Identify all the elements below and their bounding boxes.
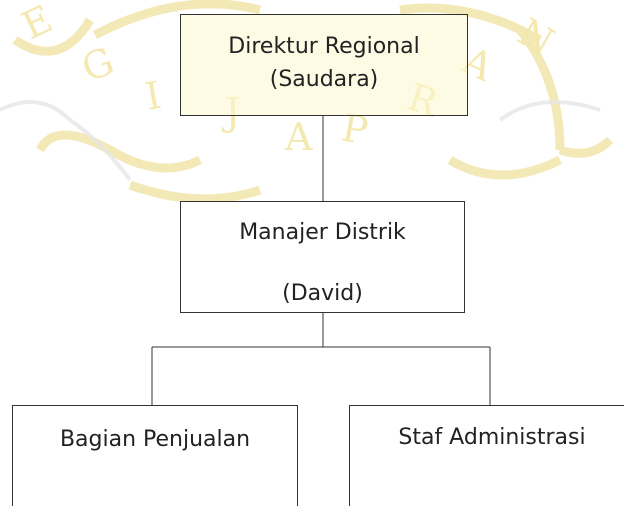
director-name: (Saudara) [269, 67, 379, 92]
watermark-letter: G [76, 39, 120, 91]
admin-box: Staf Administrasi [349, 405, 624, 506]
watermark-letter: N [511, 10, 562, 65]
sales-box: Bagian Penjualan [12, 405, 298, 506]
watermark-letter: A [284, 115, 313, 159]
manager-name: (David) [282, 281, 363, 306]
admin-title: Staf Administrasi [398, 425, 586, 450]
manager-box: Manajer Distrik (David) [180, 201, 465, 313]
director-title: Direktur Regional [228, 34, 420, 59]
director-box: Direktur Regional (Saudara) [180, 14, 468, 116]
sales-title: Bagian Penjualan [59, 427, 251, 452]
watermark-letter: I [142, 73, 164, 119]
manager-title: Manajer Distrik [239, 220, 406, 245]
